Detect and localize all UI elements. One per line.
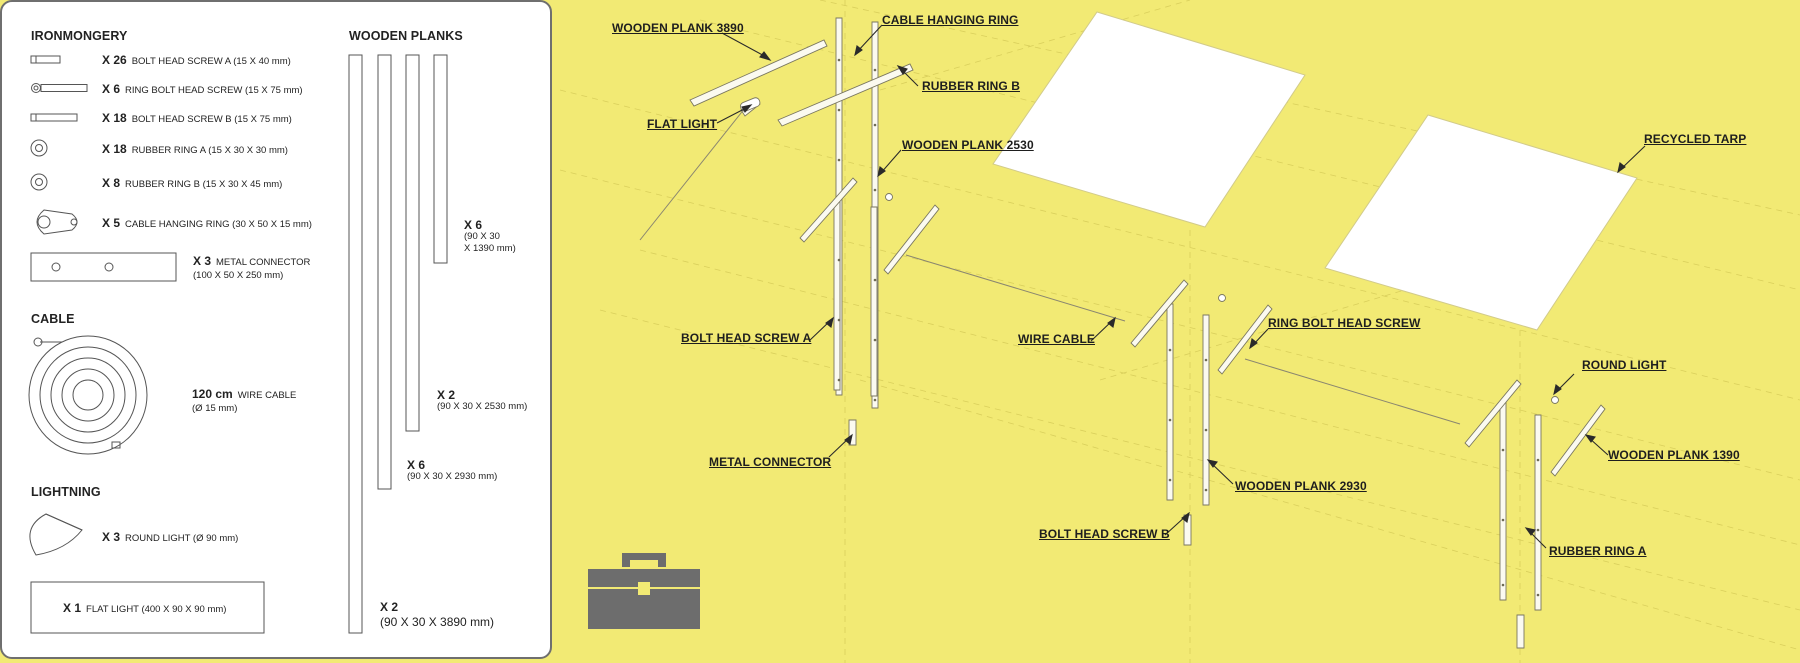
cable-heading: CABLE	[31, 312, 75, 326]
callout-wooden-plank-3890: WOODEN PLANK 3890	[612, 21, 744, 35]
callout-rubber-ring-b: RUBBER RING B	[922, 79, 1020, 93]
item-row-rubber-a: X 18 RUBBER RING A (15 X 30 X 30 mm)	[102, 142, 288, 156]
item-row-cable-ring: X 5 CABLE HANGING RING (30 X 50 X 15 mm)	[102, 216, 312, 230]
callout-metal-connector: METAL CONNECTOR	[709, 455, 832, 469]
frame-2	[1130, 279, 1273, 546]
callout-wooden-plank-2530: WOODEN PLANK 2530	[902, 138, 1034, 152]
callout-leaders	[716, 24, 1646, 549]
frame-1	[689, 17, 940, 446]
inventory-drawings	[28, 54, 448, 634]
bolt-long-icon	[30, 113, 78, 122]
tarp-2	[1324, 114, 1638, 331]
plank-label-2530: X 2(90 X 30 X 2530 mm)	[437, 389, 527, 413]
item-qty: 120 cm	[192, 387, 233, 401]
round-light-part	[885, 193, 893, 201]
callout-round-light: ROUND LIGHT	[1582, 358, 1667, 372]
item-qty: X 8	[102, 176, 121, 190]
bolt-markers	[837, 58, 1540, 597]
item-qty: X 6	[407, 458, 426, 472]
item-row-rubber-b: X 8 RUBBER RING B (15 X 30 X 45 mm)	[102, 176, 282, 190]
item-qty: X 6	[102, 82, 121, 96]
callout-cable-hanging-ring: CABLE HANGING RING	[882, 13, 1019, 27]
lightning-heading: LIGHTNING	[31, 485, 101, 499]
callout-rubber-ring-a: RUBBER RING A	[1549, 544, 1647, 558]
item-qty: X 1	[63, 601, 82, 615]
planks-drawing	[348, 54, 448, 634]
planks-heading: WOODEN PLANKS	[349, 29, 463, 43]
callout-wooden-plank-2930: WOODEN PLANK 2930	[1235, 479, 1367, 493]
callout-wooden-plank-1390: WOODEN PLANK 1390	[1608, 448, 1740, 462]
callout-recycled-tarp: RECYCLED TARP	[1644, 132, 1747, 146]
item-row-ring-bolt: X 6 RING BOLT HEAD SCREW (15 X 75 mm)	[102, 82, 303, 96]
inventory-panel: IRONMONGERY X 26 BOLT HEAD SCREW A (15 X …	[0, 0, 552, 659]
callout-bolt-head-screw-b: BOLT HEAD SCREW B	[1039, 527, 1170, 541]
metal-connector-icon	[30, 252, 177, 282]
wire-cable-lines	[639, 107, 1461, 425]
item-qty: X 5	[102, 216, 121, 230]
item-qty: X 3	[102, 530, 121, 544]
item-desc: CABLE HANGING RING (30 X 50 X 15 mm)	[125, 219, 312, 230]
item-qty: X 2	[380, 600, 399, 614]
item-desc: RING BOLT HEAD SCREW (15 X 75 mm)	[125, 85, 303, 96]
item-desc: FLAT LIGHT (400 X 90 X 90 mm)	[86, 604, 227, 615]
item-desc: BOLT HEAD SCREW A (15 X 40 mm)	[131, 56, 291, 67]
item-row-bolt-a: X 26 BOLT HEAD SCREW A (15 X 40 mm)	[102, 53, 291, 67]
item-row-flat-light: X 1 FLAT LIGHT (400 X 90 X 90 mm)	[63, 601, 226, 615]
item-dims: (90 X 30	[464, 231, 500, 242]
item-dims: (90 X 30 X 2930 mm)	[407, 471, 498, 482]
item-dims: X 1390 mm)	[464, 243, 516, 254]
item-dims: (90 X 30 X 3890 mm)	[380, 615, 495, 629]
item-qty: X 18	[102, 142, 127, 156]
item-row-wire-cable: 120 cm WIRE CABLE (Ø 15 mm)	[192, 388, 296, 415]
item-qty: X 6	[464, 218, 483, 232]
item-desc: RUBBER RING B (15 X 30 X 45 mm)	[125, 179, 283, 190]
frame-3	[1464, 379, 1606, 649]
rubber-ring-icon	[30, 139, 48, 157]
callout-bolt-head-screw-a: BOLT HEAD SCREW A	[681, 331, 812, 345]
item-desc: RUBBER RING A (15 X 30 X 30 mm)	[131, 145, 288, 156]
callout-wire-cable: WIRE CABLE	[1018, 332, 1095, 346]
item-qty: X 18	[102, 111, 127, 125]
item-dims: (Ø 15 mm)	[192, 403, 238, 414]
item-qty: X 26	[102, 53, 127, 67]
plank-label-2930: X 6(90 X 30 X 2930 mm)	[407, 459, 497, 483]
item-row-round-light: X 3 ROUND LIGHT (Ø 90 mm)	[102, 530, 238, 544]
item-row-connector: X 3 METAL CONNECTOR (100 X 50 X 250 mm)	[193, 255, 310, 282]
wire-cable-coil-icon	[28, 335, 148, 455]
item-qty: X 3	[193, 254, 212, 268]
bolt-short-icon	[30, 55, 61, 64]
tarp-1	[992, 11, 1306, 228]
item-dims: (100 X 50 X 250 mm)	[193, 270, 284, 281]
item-dims: (90 X 30 X 2530 mm)	[437, 401, 528, 412]
rubber-ring-icon	[30, 173, 48, 191]
toolbox-icon	[588, 553, 700, 629]
round-light-part	[1551, 396, 1559, 404]
item-desc: WIRE CABLE	[237, 390, 297, 401]
flat-light-box	[30, 581, 265, 634]
round-light-part	[1218, 294, 1226, 302]
callout-ring-bolt-head-screw: RING BOLT HEAD SCREW	[1268, 316, 1421, 330]
ironmongery-heading: IRONMONGERY	[31, 29, 128, 43]
cable-ring-icon	[36, 209, 78, 235]
item-desc: BOLT HEAD SCREW B (15 X 75 mm)	[131, 114, 292, 125]
plank-label-3890: X 2(90 X 30 X 3890 mm)	[380, 600, 494, 630]
callout-flat-light: FLAT LIGHT	[647, 117, 718, 131]
round-light-icon	[29, 513, 83, 556]
item-desc: METAL CONNECTOR	[216, 257, 311, 268]
item-qty: X 2	[437, 388, 456, 402]
item-desc: ROUND LIGHT (Ø 90 mm)	[125, 533, 239, 544]
ring-bolt-icon	[31, 83, 88, 93]
item-row-bolt-b: X 18 BOLT HEAD SCREW B (15 X 75 mm)	[102, 111, 292, 125]
